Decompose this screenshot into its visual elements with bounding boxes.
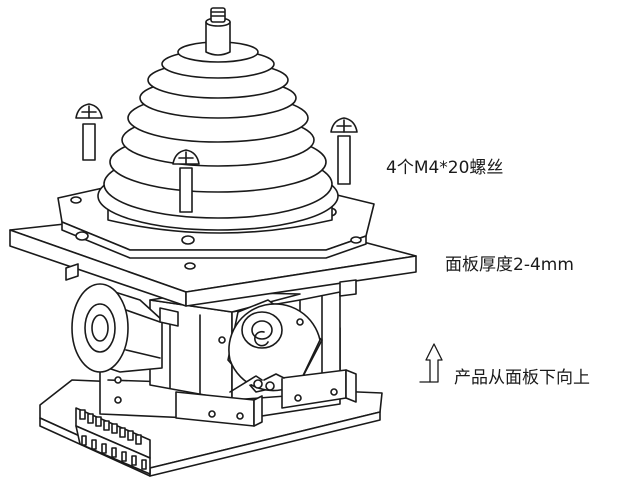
micro-switch-left <box>176 376 262 426</box>
pin-row <box>80 410 146 469</box>
up-arrow-icon <box>420 344 442 382</box>
rubber-boot <box>98 42 338 233</box>
joystick-stick <box>206 8 230 55</box>
pin-header <box>76 408 150 474</box>
panel-thickness-label: 面板厚度2-4mm <box>445 255 574 275</box>
screw-left <box>76 104 102 160</box>
potentiometer-front <box>219 300 322 392</box>
micro-switch-right <box>254 370 356 408</box>
potentiometer-left <box>72 284 162 372</box>
mounting-direction-label: 产品从面板下向上 <box>454 368 590 388</box>
screw-spec-label: 4个M4*20螺丝 <box>386 158 504 178</box>
screw-front <box>173 150 199 212</box>
screw-right <box>331 118 357 184</box>
